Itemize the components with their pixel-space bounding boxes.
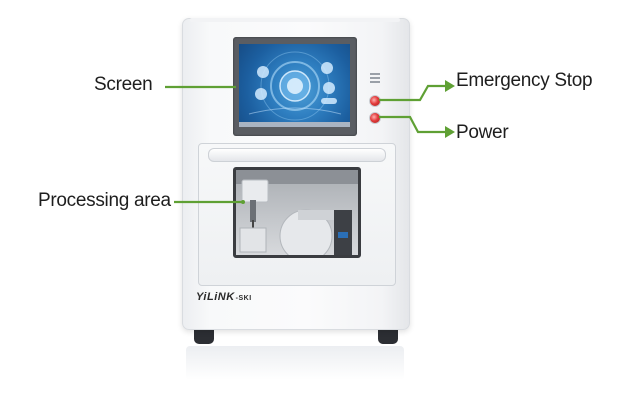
power-label: Power — [456, 122, 509, 143]
processing-area-callout-dot — [241, 200, 245, 204]
processing-area-label: Processing area — [38, 190, 171, 211]
vent-icon — [370, 73, 380, 75]
screen-status-bar — [239, 122, 350, 127]
machine-foot-left — [194, 326, 214, 344]
floor-reflection — [186, 346, 404, 380]
vent-icon — [370, 77, 380, 79]
machine-top-edge — [190, 18, 400, 22]
brand-name: YiLiNK — [196, 291, 235, 303]
emergency-stop-arrow-icon — [445, 80, 455, 92]
brand-suffix: -SKI — [235, 295, 252, 302]
emergency-stop-label: Emergency Stop — [456, 70, 593, 91]
processing-area-window — [233, 167, 361, 258]
power-arrow-icon — [445, 126, 455, 138]
milling-spindle-icon — [236, 170, 358, 255]
screen-menu-icon — [248, 51, 342, 121]
touch-screen-display[interactable] — [239, 44, 350, 127]
machine-foot-right — [378, 326, 398, 344]
door-handle[interactable] — [208, 148, 386, 162]
screen-label: Screen — [94, 74, 153, 95]
brand-logo: YiLiNK-SKI — [196, 291, 252, 303]
power-callout-line — [379, 115, 446, 134]
vent-icon — [370, 81, 380, 83]
emergency-stop-callout-line — [379, 84, 448, 102]
